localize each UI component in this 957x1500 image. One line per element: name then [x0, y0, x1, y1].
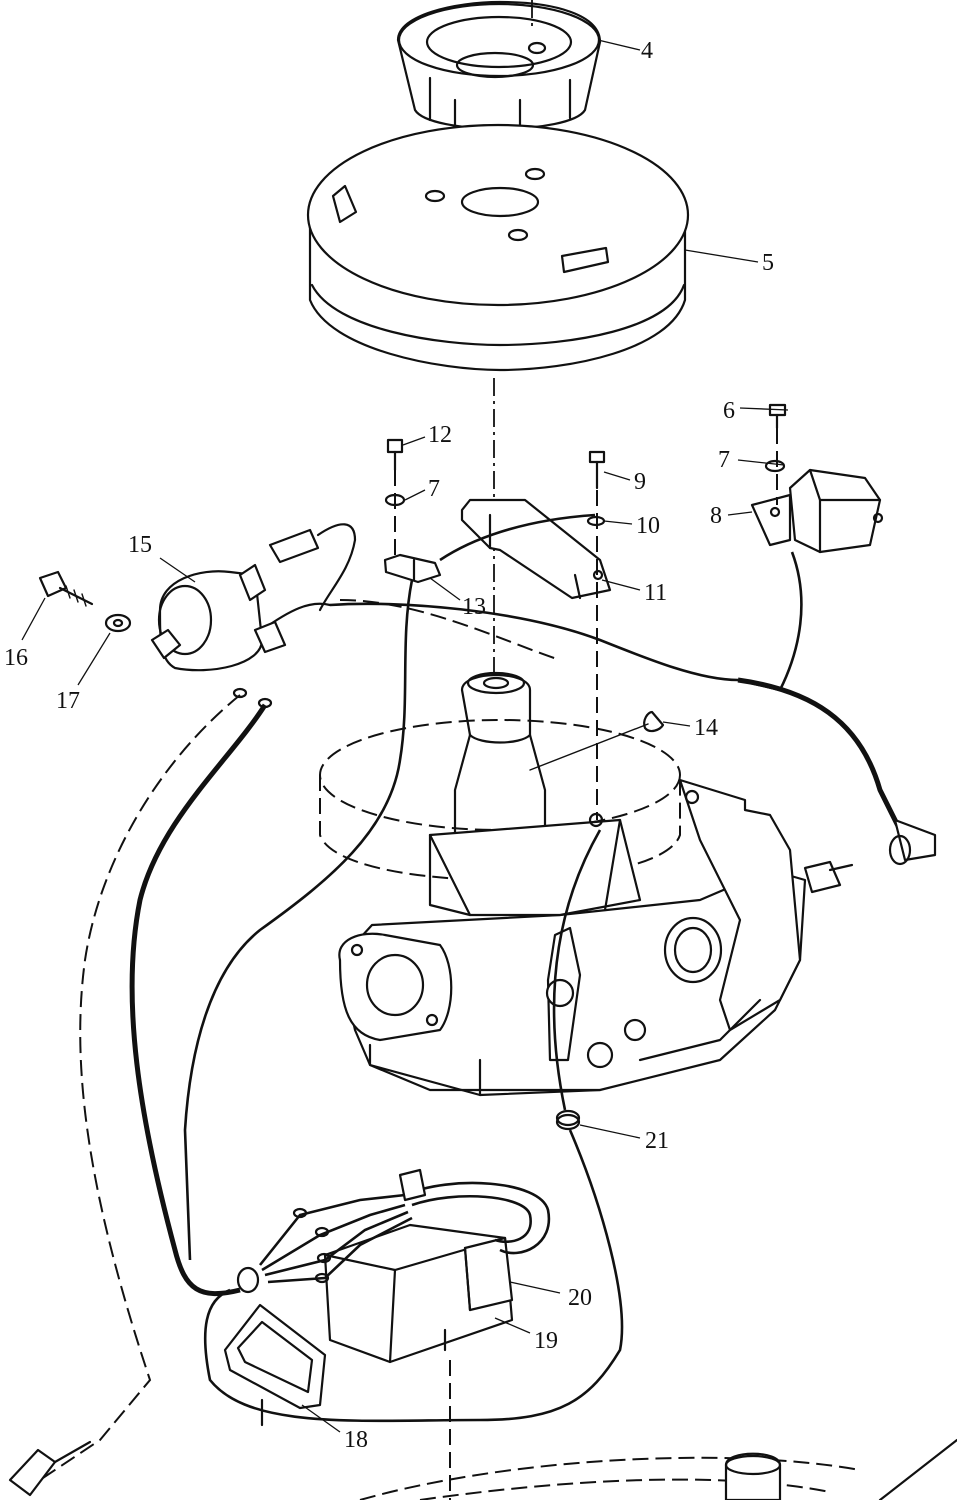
callout-4: 4	[641, 38, 653, 64]
sensor-part-15	[150, 523, 357, 672]
callout-9: 9	[634, 469, 646, 495]
coil-lead	[737, 551, 803, 692]
woodruff-key-part-14	[529, 710, 665, 771]
bracket-part-18	[223, 1303, 327, 1427]
ground-wire	[129, 703, 268, 1297]
flywheel-part	[306, 123, 690, 372]
stator-lead-a	[183, 579, 414, 1261]
bolt-part-16	[38, 570, 94, 607]
callout-8: 8	[710, 503, 722, 529]
switch-bottom-left	[8, 1440, 92, 1497]
callout-13: 13	[462, 594, 486, 620]
callout-17: 17	[56, 688, 80, 714]
washer-part-17	[104, 613, 132, 633]
wire-harness	[236, 1193, 413, 1294]
stator-lead-b	[439, 513, 596, 562]
bottom-dash-a	[359, 1456, 861, 1500]
grommet-part-21	[555, 1109, 581, 1131]
dashed-wire-left	[39, 694, 241, 1481]
cdi-unit-part-19-20	[323, 1168, 551, 1364]
washer-7-right	[764, 459, 786, 473]
bottom-dash-b	[419, 1478, 831, 1500]
callout-21: 21	[645, 1128, 669, 1154]
sensor-dash	[339, 599, 561, 661]
callout-labels: 4 5 6 7 7 8 9 10 11 12 13 14 15 16 17 18…	[4, 38, 774, 1453]
callout-15: 15	[128, 532, 152, 558]
callout-12: 12	[428, 422, 452, 448]
terminal-pair	[232, 687, 273, 709]
callout-10: 10	[636, 513, 660, 539]
engine-block	[319, 671, 854, 1097]
callout-18: 18	[344, 1427, 368, 1453]
callout-14: 14	[694, 715, 718, 741]
screw-12	[386, 438, 404, 472]
ignition-coil-part-8	[750, 468, 884, 554]
pulser-wire	[552, 829, 602, 1111]
callout-16: 16	[4, 645, 28, 671]
leader-lines	[21, 39, 789, 1433]
callout-5: 5	[762, 250, 774, 276]
callout-6: 6	[723, 398, 735, 424]
stator-bracket-part	[460, 498, 612, 600]
callout-11: 11	[644, 580, 667, 606]
callout-7-left: 7	[428, 476, 440, 502]
callout-7-right: 7	[718, 447, 730, 473]
callout-19: 19	[534, 1328, 558, 1354]
bottom-fitting	[724, 1438, 957, 1500]
spark-plug-cap	[737, 677, 937, 866]
screw-9	[588, 450, 606, 490]
clamp-part-13	[383, 553, 442, 584]
callout-20: 20	[568, 1285, 592, 1311]
screw-6	[768, 403, 787, 430]
sensor-lead	[329, 602, 739, 682]
loop-wire	[203, 1129, 624, 1423]
